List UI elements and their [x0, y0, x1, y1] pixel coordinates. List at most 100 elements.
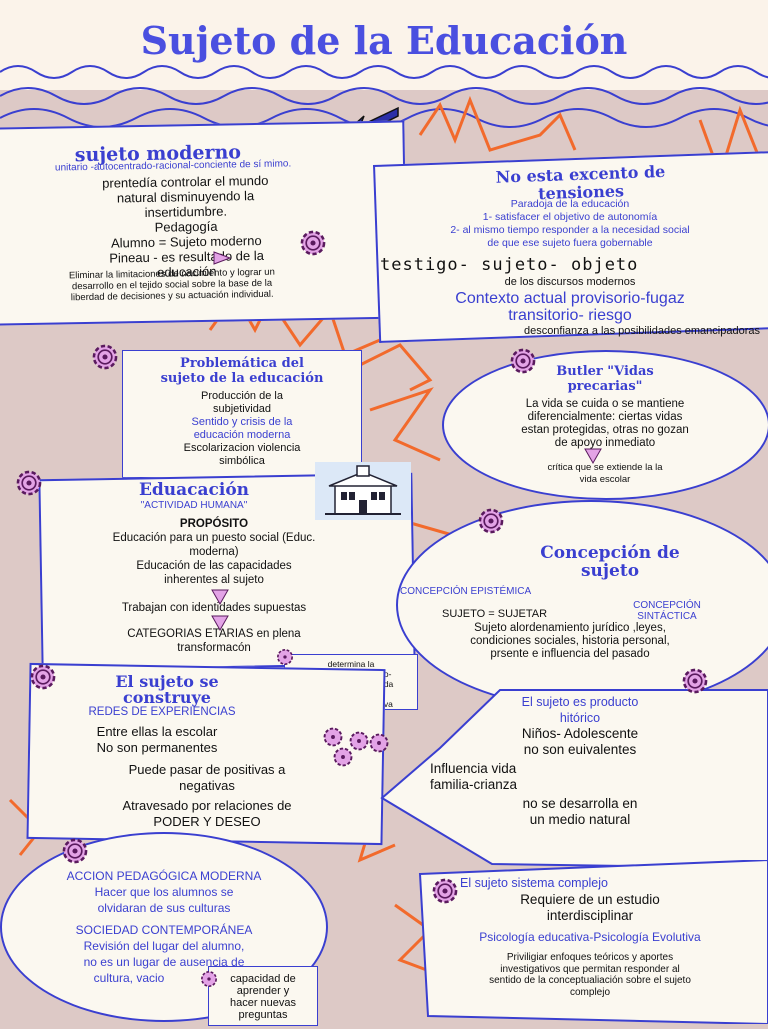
historico-line: Influencia vida: [430, 761, 517, 776]
construye-line: negativas: [179, 778, 235, 793]
construye-line: Puede pasar de positivas a: [128, 762, 286, 777]
gear-icon: [333, 747, 353, 767]
problematica-line: subjetividad: [212, 403, 272, 415]
note-line: capacidad de: [230, 973, 296, 985]
historico-line: familia-crianza: [430, 777, 518, 792]
tensiones-line: 2- al mismo tiempo responder a la necesi…: [450, 224, 690, 236]
accion-line: cultura, vacio: [93, 971, 165, 985]
complejo-line: complejo: [569, 986, 611, 998]
construye-title: construye: [123, 688, 211, 707]
butler-line: estan protegidas, otras no gozan: [521, 424, 689, 436]
educacion-content: Eduacación "ACTIVIDAD HUMANA" PROPÓSITO …: [44, 480, 384, 655]
historico-shape: [380, 688, 768, 870]
construye-title: El sujeto se: [115, 672, 219, 691]
educacion-line: inherentes al sujeto: [164, 574, 264, 586]
gear-icon: [349, 731, 369, 751]
educacion-line: transformacón: [177, 642, 251, 654]
gear-icon: [30, 664, 56, 690]
tensiones-line: desconfianza a las posibilidades emancip…: [523, 325, 760, 337]
educacion-line: Trabajan con identidades supuestas: [121, 602, 307, 614]
butler-title: Butler "Vidas: [556, 364, 654, 379]
butler-ellipse: [442, 350, 768, 500]
butler-line: de apoyo inmediato: [554, 437, 656, 449]
tensiones-line: de los discursos modernos: [504, 276, 636, 288]
butler-line: La vida se cuida o se mantiene: [525, 398, 685, 410]
problematica-line: Producción de la: [201, 390, 283, 402]
gear-icon: [62, 838, 88, 864]
note-line: hacer nuevas: [229, 997, 297, 1009]
gear-icon: [16, 470, 42, 496]
butler-line: crítica que se extiende la la: [547, 462, 663, 473]
concepcion-line: condiciones sociales, historia personal,: [470, 635, 670, 647]
gear-icon: [510, 348, 536, 374]
butler-content: Butler "Vidas precarias" La vida se cuid…: [450, 364, 760, 486]
note-line: aprender y: [236, 985, 290, 997]
problematica-line: Escolarizacion violencia: [183, 442, 301, 454]
construye-line: Atravesado por relaciones de: [122, 798, 292, 813]
historico-title: El sujeto es producto: [521, 695, 639, 709]
historico-line: no son euivalentes: [523, 742, 637, 757]
concepcion-line: CONCEPCIÓN EPISTÉMICA: [400, 586, 532, 597]
gear-icon: [201, 971, 217, 987]
tensiones-line: transitorio- riesgo: [508, 307, 632, 324]
gear-icon: [369, 733, 389, 753]
arrow-down-icon: [211, 589, 229, 606]
historico-line: no se desarrolla en: [522, 796, 638, 811]
note-box: capacidad de aprender y hacer nuevas pre…: [208, 966, 318, 1026]
accion-line: Revisión del lugar del alumno,: [83, 939, 245, 953]
page-title: Sujeto de la Educación: [140, 18, 628, 63]
concepcion-line: Sujeto alordenamiento jurídico ,leyes,: [474, 622, 666, 634]
educacion-line: CATEGORIAS ETARIAS en plena: [127, 628, 301, 640]
concepcion-title: Concepción de: [540, 543, 680, 563]
school-icon: [315, 462, 411, 520]
educacion-line: Educación de las capacidades: [136, 560, 292, 572]
tensiones-content: Paradoja de la educación 1- satisfacer e…: [380, 198, 760, 339]
concepcion-line: SUJETO = SUJETAR: [442, 608, 548, 620]
construye-line: No son permanentes: [96, 740, 218, 755]
tensiones-line: Contexto actual provisorio-fugaz: [455, 290, 685, 307]
historico-line: Niños- Adolescente: [521, 726, 639, 741]
complejo-shape: [410, 858, 768, 1026]
complejo-line: Priviligiar enfoques teóricos y aportes: [506, 952, 674, 963]
accion-content: ACCION PEDAGÓGICA MODERNA Hacer que los …: [14, 868, 314, 986]
accion-line: no es un lugar de ausencia de: [83, 955, 245, 969]
gear-icon: [478, 508, 504, 534]
educacion-line: PROPÓSITO: [179, 518, 249, 530]
construye-line: Entre ellas la escolar: [96, 724, 218, 739]
complejo-line: Requiere de un estudio: [520, 892, 660, 907]
tensiones-line: Paradoja de la educación: [510, 198, 630, 210]
educacion-subtitle: "ACTIVIDAD HUMANA": [140, 500, 248, 511]
problematica-card: Problemática del sujeto de la educación …: [122, 350, 362, 478]
construye-line: PODER Y DESEO: [153, 814, 261, 829]
problematica-line: educación moderna: [193, 429, 291, 441]
arrow-down-icon: [211, 615, 229, 632]
gear-icon: [300, 230, 326, 256]
concepcion-line: CONCEPCIÓN: [633, 600, 701, 611]
educacion-line: moderna): [189, 546, 239, 558]
tensiones-line: 1- satisfacer el objetivo de autonomía: [482, 211, 658, 223]
complejo-content: El sujeto sistema complejo Requiere de u…: [420, 876, 760, 998]
gear-icon: [323, 727, 343, 747]
butler-line: vida escolar: [579, 474, 631, 485]
moderno-card: sujeto moderno unitario -autocentrado-ra…: [0, 120, 408, 326]
construye-content: El sujeto se construye REDES DE EXPERIEN…: [32, 674, 382, 830]
gear-icon: [92, 344, 118, 370]
historico-title: hitórico: [559, 711, 601, 725]
accion-line: olvidaran de sus culturas: [97, 901, 231, 915]
accion-line: Hacer que los alumnos se: [94, 885, 234, 899]
problematica-line: simbólica: [219, 455, 265, 467]
concepcion-title: sujeto: [580, 561, 640, 581]
complejo-line: investigativos que permitan responder al: [500, 963, 680, 975]
butler-title: precarias": [567, 379, 643, 394]
tensiones-line: de que ese sujeto fuera gobernable: [487, 237, 653, 249]
historico-content: El sujeto es producto hitórico Niños- Ad…: [430, 694, 730, 828]
arrow-right-icon: [213, 251, 232, 265]
concepcion-ellipse: [396, 500, 768, 710]
historico-line: un medio natural: [529, 812, 631, 827]
accion-line: SOCIEDAD CONTEMPORÁNEA: [75, 923, 253, 937]
complejo-line: Psicología educativa-Psicología Evolutiv…: [479, 930, 701, 944]
gear-icon: [432, 878, 458, 904]
note-line: determina la: [327, 659, 375, 669]
problematica-title: sujeto de la educación: [160, 371, 324, 386]
construye-line: REDES DE EXPERIENCIAS: [88, 706, 236, 718]
